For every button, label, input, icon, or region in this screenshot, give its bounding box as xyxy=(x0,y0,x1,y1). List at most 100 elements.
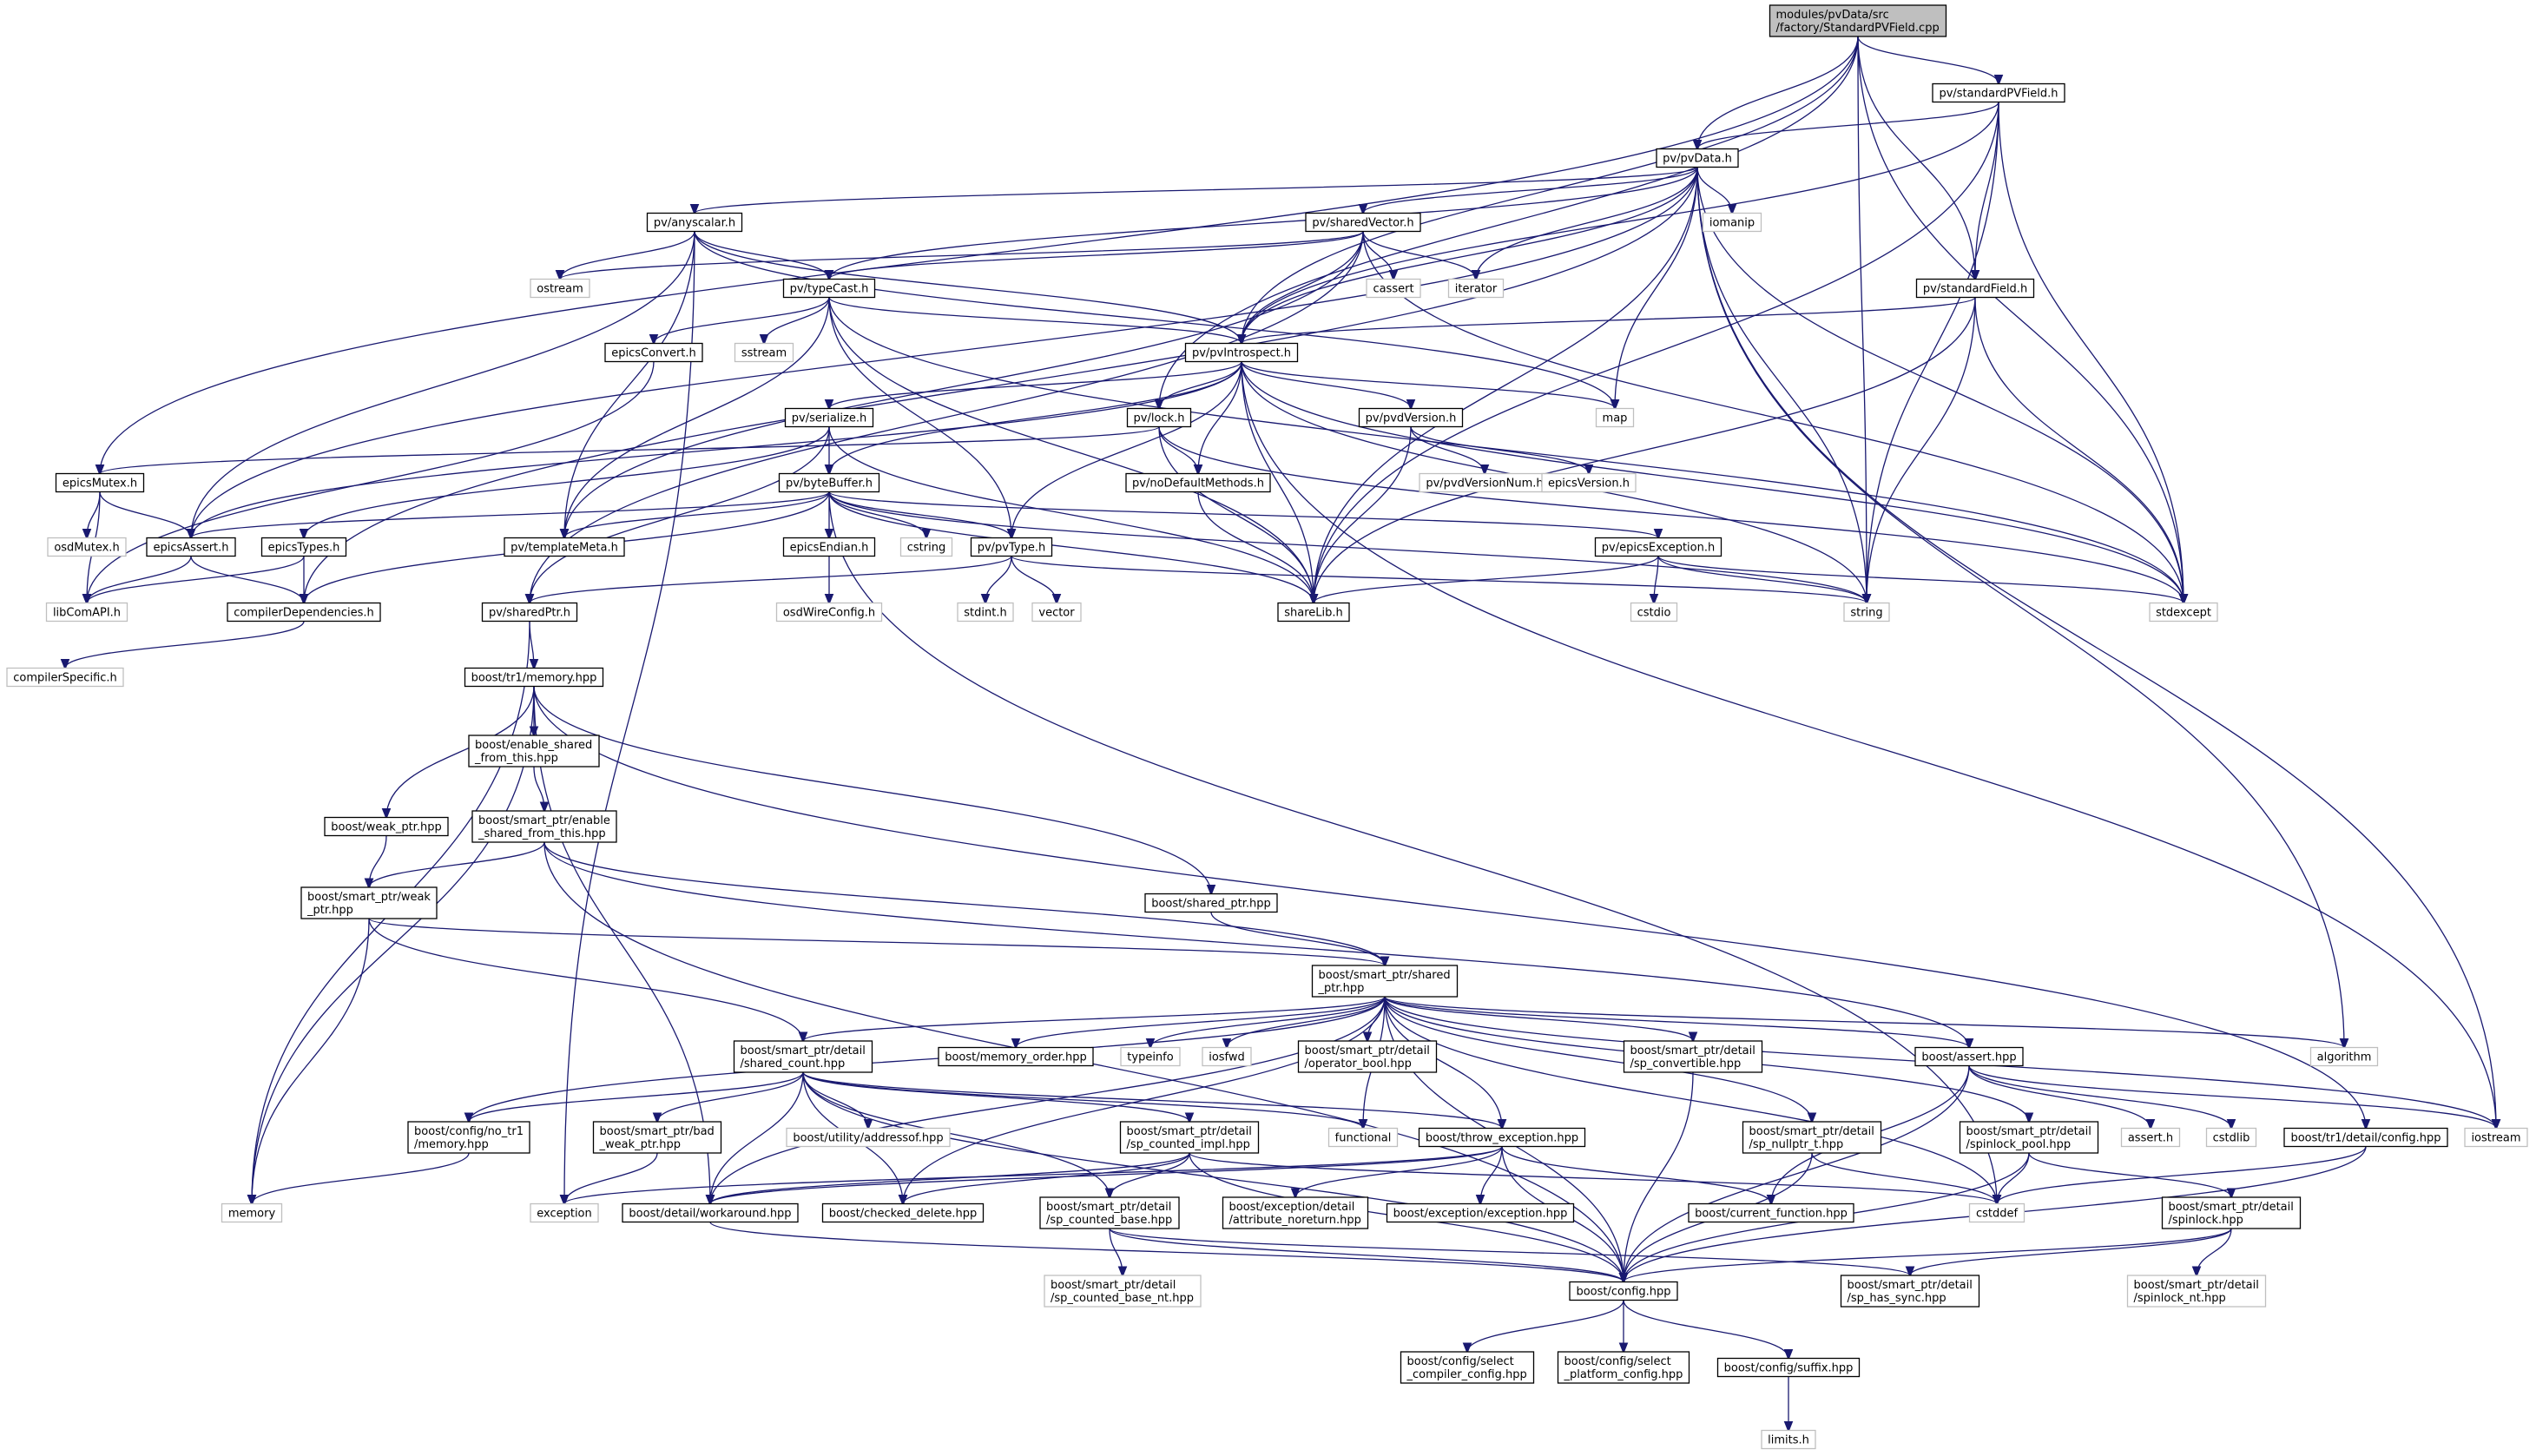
node-label: /factory/StandardPVField.cpp xyxy=(1776,22,1940,35)
node-label: modules/pvData/src xyxy=(1776,9,1889,22)
node-sp-shared-count[interactable]: boost/smart_ptr/detail/shared_count.hpp xyxy=(733,1040,873,1073)
node-epics-mutex[interactable]: epicsMutex.h xyxy=(55,472,145,493)
node-boost-config[interactable]: boost/config.hpp xyxy=(1569,1281,1678,1301)
node-share-lib[interactable]: shareLib.h xyxy=(1277,602,1350,623)
node-sp-shared-ptr[interactable]: boost/smart_ptr/shared_ptr.hpp xyxy=(1311,965,1459,998)
node-boost-assert[interactable]: boost/assert.hpp xyxy=(1914,1046,2024,1067)
node-standard-pvfield[interactable]: pv/standardPVField.h xyxy=(1932,82,2065,103)
edge-epics-mutex-to-osd-mutex xyxy=(87,491,101,538)
edge-type-cast-to-epics-convert xyxy=(654,297,830,344)
node-select-platform[interactable]: boost/config/select_platform_config.hpp xyxy=(1557,1351,1690,1384)
node-weak-ptr[interactable]: boost/weak_ptr.hpp xyxy=(324,816,449,837)
node-sp-has-sync[interactable]: boost/smart_ptr/detail/sp_has_sync.hpp xyxy=(1840,1275,1980,1308)
edge-sp-shared-count-to-throw-exception xyxy=(802,1071,1502,1129)
edge-sp-weak-ptr-to-sp-shared-count xyxy=(368,918,803,1041)
node-box xyxy=(782,278,876,299)
node-select-compiler[interactable]: boost/config/select_compiler_config.hpp xyxy=(1400,1351,1535,1384)
node-root[interactable]: modules/pvData/src/factory/StandardPVFie… xyxy=(1769,4,1947,37)
node-epics-exception[interactable]: pv/epicsException.h xyxy=(1594,537,1723,557)
node-tr1memory[interactable]: boost/tr1/memory.hpp xyxy=(464,667,604,688)
node-label: algorithm xyxy=(2317,1051,2372,1064)
node-template-meta[interactable]: pv/templateMeta.h xyxy=(504,537,625,557)
node-sp-weak-ptr[interactable]: boost/smart_ptr/weak_ptr.hpp xyxy=(300,886,438,919)
edge-sp-counted-impl-to-cstddef xyxy=(1189,1152,1997,1204)
node-cstdlib: cstdlib xyxy=(2205,1127,2257,1148)
edge-lock-to-stdexcept xyxy=(1158,426,2184,603)
node-operator-bool[interactable]: boost/smart_ptr/detail/operator_bool.hpp xyxy=(1297,1040,1438,1073)
node-epics-types[interactable]: epicsTypes.h xyxy=(260,537,347,557)
node-box xyxy=(471,810,617,843)
node-spinlock[interactable]: boost/smart_ptr/detail/spinlock.hpp xyxy=(2161,1196,2302,1229)
node-bad-weak-ptr[interactable]: boost/smart_ptr/bad_weak_ptr.hpp xyxy=(592,1121,722,1154)
node-tr1-config[interactable]: boost/tr1/detail/config.hpp xyxy=(2283,1127,2448,1148)
node-addressof: boost/utility/addressof.hpp xyxy=(786,1127,951,1148)
node-box xyxy=(2309,1046,2379,1067)
node-box xyxy=(957,602,1014,623)
edge-throw-exception-to-workaround xyxy=(710,1145,1503,1204)
node-label: pv/standardField.h xyxy=(1923,283,2027,296)
node-byte-buffer[interactable]: pv/byteBuffer.h xyxy=(778,472,880,493)
node-box xyxy=(821,1202,985,1223)
edge-pv-introspect-to-no-default-methods xyxy=(1198,361,1242,474)
node-workaround[interactable]: boost/detail/workaround.hpp xyxy=(622,1202,799,1223)
node-box xyxy=(1914,1046,2024,1067)
node-epics-assert[interactable]: epicsAssert.h xyxy=(146,537,236,557)
node-label: typeinfo xyxy=(1127,1051,1173,1064)
node-attr-noreturn[interactable]: boost/exception/detail/attribute_noretur… xyxy=(1222,1196,1369,1229)
node-pv-data[interactable]: pv/pvData.h xyxy=(1656,148,1739,168)
node-box xyxy=(1126,407,1192,428)
node-sp-counted-base[interactable]: boost/smart_ptr/detail/sp_counted_base.h… xyxy=(1039,1196,1180,1229)
node-label: /spinlock_nt.hpp xyxy=(2134,1292,2226,1305)
node-anyscalar[interactable]: pv/anyscalar.h xyxy=(646,212,743,233)
node-pvd-version[interactable]: pv/pvdVersion.h xyxy=(1358,407,1464,428)
node-no-default-methods[interactable]: pv/noDefaultMethods.h xyxy=(1125,472,1271,493)
node-label: memory xyxy=(228,1208,276,1221)
node-iomanip: iomanip xyxy=(1702,212,1762,233)
node-type-cast[interactable]: pv/typeCast.h xyxy=(782,278,876,299)
node-checked-delete[interactable]: boost/checked_delete.hpp xyxy=(821,1202,985,1223)
node-label: string xyxy=(1850,607,1882,620)
node-spinlock-pool[interactable]: boost/smart_ptr/detail/spinlock_pool.hpp xyxy=(1959,1121,2099,1154)
node-lock[interactable]: pv/lock.h xyxy=(1126,407,1192,428)
node-sp-convertible[interactable]: boost/smart_ptr/detail/sp_convertible.hp… xyxy=(1623,1040,1763,1073)
node-label: boost/exception/exception.hpp xyxy=(1393,1208,1568,1221)
node-shared-ptr[interactable]: pv/sharedPtr.h xyxy=(481,602,578,623)
node-sp-nullptr[interactable]: boost/smart_ptr/detail/sp_nullptr_t.hpp xyxy=(1742,1121,1882,1154)
edge-standard-field-to-string xyxy=(1867,297,1976,603)
edge-spinlock-pool-to-cstddef xyxy=(1997,1152,2030,1204)
edge-pv-introspect-to-serialize xyxy=(829,360,1242,409)
node-enable-shared-from-this[interactable]: boost/enable_shared_from_this.hpp xyxy=(468,735,600,768)
node-box xyxy=(2126,1275,2267,1308)
edge-throw-exception-to-current-function xyxy=(1501,1146,1771,1204)
node-sp-counted-impl[interactable]: boost/smart_ptr/detail/sp_counted_impl.h… xyxy=(1119,1121,1260,1154)
node-shared-vector[interactable]: pv/sharedVector.h xyxy=(1305,212,1421,233)
node-pv-introspect[interactable]: pv/pvIntrospect.h xyxy=(1184,342,1299,363)
node-label: boost/exception/detail xyxy=(1229,1201,1355,1214)
node-serialize[interactable]: pv/serialize.h xyxy=(784,407,874,428)
node-suffix[interactable]: boost/config/suffix.hpp xyxy=(1716,1357,1861,1378)
node-standard-field[interactable]: pv/standardField.h xyxy=(1915,278,2035,299)
node-epics-convert[interactable]: epicsConvert.h xyxy=(604,342,703,363)
node-map: map xyxy=(1595,407,1635,428)
node-current-function[interactable]: boost/current_function.hpp xyxy=(1688,1202,1854,1223)
edge-sp-enable-shared-to-sp-weak-ptr xyxy=(369,841,545,887)
node-throw-exception[interactable]: boost/throw_exception.hpp xyxy=(1418,1127,1586,1148)
node-box xyxy=(464,667,604,688)
node-label: boost/config.hpp xyxy=(1576,1286,1670,1299)
nodes-layer: modules/pvData/src/factory/StandardPVFie… xyxy=(6,4,2528,1450)
node-no-tr1-memory[interactable]: boost/config/no_tr1/memory.hpp xyxy=(407,1121,530,1154)
node-shared-ptr-hpp[interactable]: boost/shared_ptr.hpp xyxy=(1144,893,1278,913)
node-box xyxy=(47,537,127,557)
node-compiler-dependencies[interactable]: compilerDependencies.h xyxy=(227,602,381,623)
node-box xyxy=(324,816,449,837)
node-sp-enable-shared[interactable]: boost/smart_ptr/enable_shared_from_this.… xyxy=(471,810,617,843)
node-memory-order[interactable]: boost/memory_order.hpp xyxy=(938,1046,1094,1067)
node-label: boost/smart_ptr/shared xyxy=(1319,969,1451,982)
node-box xyxy=(481,602,578,623)
node-epics-endian[interactable]: epicsEndian.h xyxy=(782,537,876,557)
edge-tr1memory-to-weak-ptr xyxy=(386,686,535,818)
node-exception-hpp[interactable]: boost/exception/exception.hpp xyxy=(1386,1202,1575,1223)
node-pv-type[interactable]: pv/pvType.h xyxy=(970,537,1053,557)
node-box xyxy=(2120,1127,2181,1148)
